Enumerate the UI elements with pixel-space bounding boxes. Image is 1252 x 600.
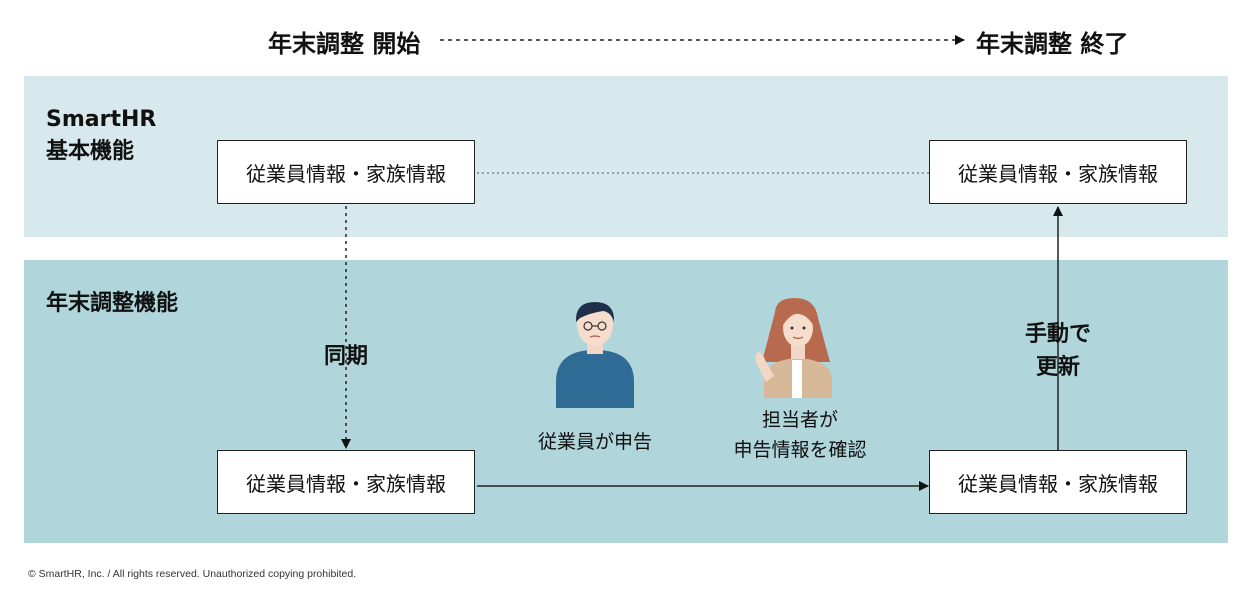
basic-employee-family-info-start: 従業員情報・家族情報 (217, 140, 475, 204)
yearend-employee-family-info-start: 従業員情報・家族情報 (217, 450, 475, 514)
sync-label: 同期 (323, 344, 368, 369)
timeline-end-label: 年末調整 終了 (976, 30, 1129, 58)
copyright-notice: © SmartHR, Inc. / All rights reserved. U… (28, 568, 357, 580)
basic-employee-family-info-end: 従業員情報・家族情報 (929, 140, 1187, 204)
yearend-function-title: 年末調整機能 (46, 291, 179, 316)
basic-function-title: SmartHR 基本機能 (46, 107, 157, 164)
manual-update-label: 手動で 更新 (1024, 322, 1091, 380)
yearend-employee-family-info-end: 従業員情報・家族情報 (929, 450, 1187, 514)
employee-caption: 従業員が申告 (537, 431, 652, 453)
employee-person-icon (556, 302, 634, 408)
timeline-start-label: 年末調整 開始 (268, 30, 421, 58)
admin-caption: 担当者が 申告情報を確認 (733, 409, 867, 462)
admin-person-icon (755, 298, 832, 398)
